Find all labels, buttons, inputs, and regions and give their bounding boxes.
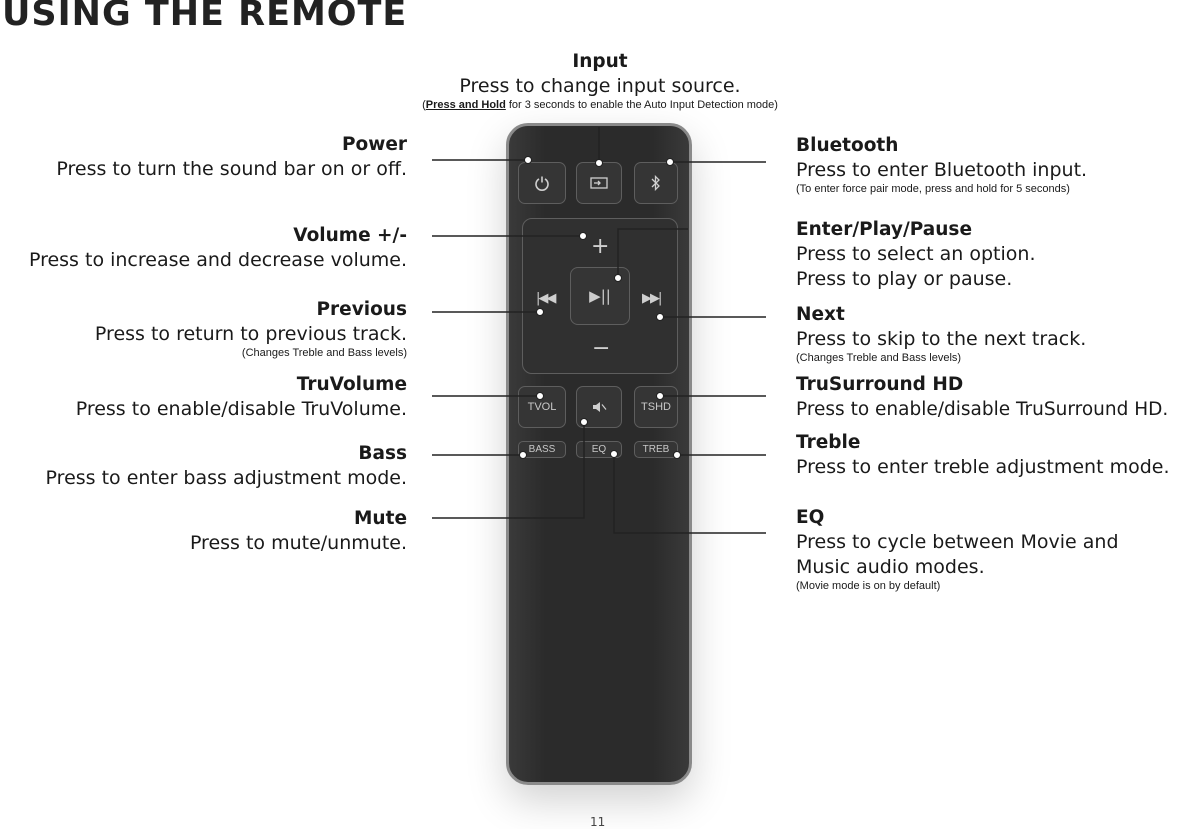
input-note: (Press and Hold for 3 seconds to enable …: [380, 99, 820, 112]
truvolume-description: Press to enable/disable TruVolume.: [75, 398, 407, 420]
enter-play-pause-heading: Enter/Play/Pause: [796, 219, 972, 240]
input-button: [576, 162, 622, 204]
power-description: Press to turn the sound bar on or off.: [56, 158, 407, 180]
mute-description: Press to mute/unmute.: [189, 532, 407, 554]
bass-button: BASS: [518, 441, 566, 458]
input-note-text: for 3 seconds to enable the Auto Input D…: [505, 99, 778, 111]
previous-description: Press to return to previous track.: [94, 323, 407, 345]
treble-description: Press to enter treble adjustment mode.: [796, 456, 1170, 478]
truvolume-heading: TruVolume: [296, 374, 407, 395]
mute-dot: [580, 418, 588, 426]
mute-label: Mute Press to mute/unmute.: [0, 506, 407, 556]
mute-leader: [432, 422, 585, 519]
input-note-emphasis: Press and Hold: [425, 99, 506, 111]
input-note-prefix: (: [422, 99, 426, 111]
next-note: (Changes Treble and Bass levels): [796, 352, 962, 364]
input-label: Input Press to change input source. (Pre…: [380, 49, 820, 112]
plus-icon: +: [591, 234, 610, 259]
tshd-button-label: TSHD: [641, 401, 671, 413]
minus-icon: −: [592, 336, 611, 361]
trusurround-label: TruSurround HD Press to enable/disable T…: [796, 372, 1192, 422]
eq-note: (Movie mode is on by default): [796, 580, 941, 592]
trusurround-description: Press to enable/disable TruSurround HD.: [796, 399, 1169, 420]
previous-icon: |◀◀: [536, 291, 556, 306]
volume-label: Volume +/- Press to increase and decreas…: [0, 223, 407, 273]
mute-icon: [593, 402, 607, 412]
bluetooth-icon: [651, 175, 660, 191]
eq-description-line2: Music audio modes.: [796, 556, 985, 578]
power-heading: Power: [341, 134, 407, 155]
next-description: Press to skip to the next track.: [796, 328, 1087, 350]
bass-heading: Bass: [358, 443, 407, 464]
previous-heading: Previous: [316, 299, 407, 320]
treble-heading: Treble: [796, 432, 861, 453]
bluetooth-label: Bluetooth Press to enter Bluetooth input…: [796, 133, 1192, 196]
eq-description-line1: Press to cycle between Movie and: [796, 531, 1119, 553]
enter-leader: [617, 228, 688, 278]
bluetooth-heading: Bluetooth: [796, 135, 899, 156]
eq-label: EQ Press to cycle between Movie and Musi…: [796, 505, 1192, 593]
volume-description: Press to increase and decrease volume.: [28, 249, 407, 271]
truvolume-dot: [536, 392, 544, 400]
enter-description-select: Press to select an option.: [796, 243, 1036, 265]
power-dot: [524, 156, 532, 164]
eq-heading: EQ: [796, 507, 825, 528]
next-label: Next Press to skip to the next track. (C…: [796, 302, 1192, 365]
tshd-button: TSHD: [634, 386, 678, 428]
volume-heading: Volume +/-: [293, 225, 407, 246]
power-icon: [535, 176, 549, 191]
power-label: Power Press to turn the sound bar on or …: [0, 132, 407, 182]
bluetooth-dot: [666, 158, 674, 166]
volume-dot: [579, 232, 587, 240]
treble-label: Treble Press to enter treble adjustment …: [796, 430, 1192, 480]
tvol-button-label: TVOL: [527, 401, 557, 413]
trusurround-heading: TruSurround HD: [796, 374, 964, 395]
bass-label: Bass Press to enter bass adjustment mode…: [0, 441, 407, 491]
eq-dot: [610, 450, 618, 458]
next-dot: [656, 313, 664, 321]
previous-dot: [536, 308, 544, 316]
next-icon: ▶▶|: [642, 291, 662, 306]
trusurround-dot: [656, 392, 664, 400]
bass-button-label: BASS: [528, 444, 556, 455]
page-title: USING THE REMOTE: [2, 0, 408, 34]
treble-dot: [673, 451, 681, 459]
input-heading: Input: [572, 51, 628, 72]
play-pause-icon: ▶||: [589, 287, 611, 305]
previous-note: (Changes Treble and Bass levels): [241, 347, 407, 359]
bluetooth-description: Press to enter Bluetooth input.: [796, 159, 1088, 181]
treb-button-label: TREB: [642, 444, 670, 455]
mute-heading: Mute: [354, 508, 407, 529]
eq-button-label: EQ: [591, 444, 607, 455]
truvolume-label: TruVolume Press to enable/disable TruVol…: [0, 372, 407, 422]
enter-play-pause-label: Enter/Play/Pause Press to select an opti…: [796, 217, 1192, 292]
enter-dot: [614, 274, 622, 282]
bluetooth-note: (To enter force pair mode, press and hol…: [796, 183, 1070, 195]
treb-button: TREB: [634, 441, 678, 458]
input-dot: [595, 159, 603, 167]
eq-leader: [613, 454, 766, 534]
bass-description: Press to enter bass adjustment mode.: [45, 467, 407, 489]
bass-dot: [519, 451, 527, 459]
previous-label: Previous Press to return to previous tra…: [0, 297, 407, 360]
bluetooth-button: [634, 162, 678, 204]
power-button: [518, 162, 566, 204]
enter-description-play: Press to play or pause.: [796, 268, 1013, 290]
input-icon: [590, 177, 608, 189]
page-number: 11: [590, 815, 606, 829]
next-heading: Next: [796, 304, 845, 325]
input-description: Press to change input source.: [459, 75, 741, 97]
